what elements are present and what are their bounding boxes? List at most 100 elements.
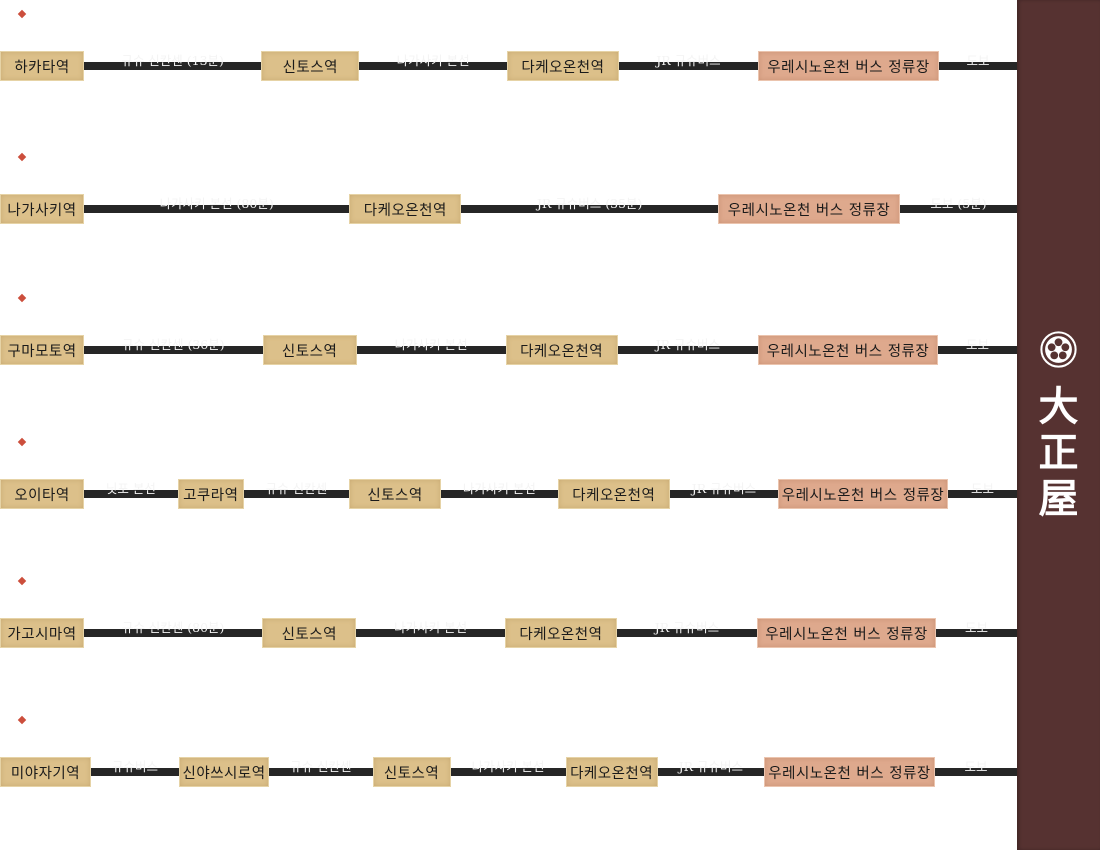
- segment: 나가사키 본선: [356, 621, 505, 637]
- segment-label: 도보: [966, 53, 990, 68]
- segment-label: 규슈 신칸센 (80분): [121, 620, 225, 635]
- segment: JR 규슈버스: [657, 760, 765, 776]
- segment-label: 규슈버스: [112, 759, 159, 774]
- segment-label: 나가사키 본선 (80분): [159, 196, 274, 211]
- route-line: 가고시마역 규슈 신칸센 (80분) 신토스역 나가사키 본선 다케오온천역 J…: [0, 618, 1018, 648]
- segment-label: 도보: [964, 759, 988, 774]
- segment-label: JR 규슈버스: [678, 759, 743, 774]
- route-line: 구마모토역 규슈 신칸센 (36분) 신토스역 나가사키 본선 다케오온천역 J…: [0, 335, 1017, 365]
- segment: 규슈 신칸센: [243, 482, 350, 498]
- route-line: 오이타역 닛포 본선 고쿠라역 규슈 신칸센 신토스역 나가사키 본선 다케오온…: [0, 479, 1017, 509]
- segment: 나가사키 본선: [356, 338, 506, 354]
- brand-char: 正: [1038, 429, 1079, 476]
- station-destination: 우레시노온천 버스 정류장: [777, 479, 948, 509]
- segment-walk: 도보: [935, 760, 1018, 776]
- route-line: 나가사키역 나가사키 본선 (80분) 다케오온천역 JR 규슈버스 (35분)…: [0, 194, 1018, 224]
- route-marker-diamond: [17, 715, 27, 725]
- brand-char: 大: [1038, 383, 1079, 430]
- segment: JR 규슈버스: [618, 54, 759, 70]
- segment-label: 나가사키 본선: [471, 759, 545, 774]
- segment-label: 나가사키 본선: [394, 337, 468, 352]
- station: 다케오온천역: [505, 335, 618, 365]
- station: 신토스역: [261, 51, 360, 81]
- segment-label: 도보: [965, 337, 989, 352]
- segment-label: 규슈 신칸센: [290, 759, 352, 774]
- segment-label: JR 규슈버스: [691, 481, 757, 496]
- segment-walk: 도보: [939, 54, 1018, 70]
- segment: 규슈 신칸센 (80분): [84, 621, 263, 637]
- station: 신토스역: [372, 757, 451, 787]
- segment-label: JR 규슈버스: [655, 337, 720, 352]
- brand-sidebar: 大 正 屋: [1017, 0, 1100, 850]
- segment: JR 규슈버스: [669, 482, 778, 498]
- station: 신토스역: [262, 335, 357, 365]
- segment: 나가사키 본선: [359, 54, 507, 70]
- station: 다케오온천역: [565, 757, 658, 787]
- route-line: 미야자기역 규슈버스 신야쓰시로역 규슈 신칸센 신토스역 나가사키 본선 다케…: [0, 757, 1018, 787]
- station-origin: 나가사키역: [0, 194, 84, 224]
- route-marker-diamond: [17, 9, 27, 19]
- segment-walk: 도보: [947, 482, 1017, 498]
- station: 다케오온천역: [349, 194, 462, 224]
- segment-label: 도보: [965, 620, 989, 635]
- route-marker-diamond: [17, 152, 27, 162]
- segment-label: JR 규슈버스 (35분): [536, 196, 643, 211]
- station: 신야쓰시로역: [179, 757, 270, 787]
- route-hakata: 하카타역 규슈 신칸센 (13분) 신토스역 나가사키 본선 다케오온천역 JR…: [0, 0, 1018, 100]
- segment: 규슈 신칸센: [269, 760, 373, 776]
- segment-label: 규슈 신칸센 (36분): [122, 337, 225, 352]
- brand-char: 屋: [1038, 475, 1079, 522]
- station-origin: 오이타역: [0, 479, 84, 509]
- station: 다케오온천역: [557, 479, 670, 509]
- segment-walk: 도보 (5분): [900, 197, 1018, 213]
- route-kagoshima: 가고시마역 규슈 신칸센 (80분) 신토스역 나가사키 본선 다케오온천역 J…: [0, 567, 1018, 667]
- route-kumamoto: 구마모토역 규슈 신칸센 (36분) 신토스역 나가사키 본선 다케오온천역 J…: [0, 284, 1017, 384]
- segment-label: 도보 (5분): [930, 196, 987, 211]
- segment: JR 규슈버스: [617, 338, 758, 354]
- segment-label: 규슈 신칸센 (13분): [121, 53, 224, 68]
- segment: JR 규슈버스: [616, 621, 758, 637]
- station-origin: 가고시마역: [0, 618, 84, 648]
- brand-name: 大 正 屋: [1017, 384, 1100, 522]
- segment-walk: 도보: [938, 338, 1017, 354]
- segment-label: JR 규슈버스: [656, 53, 721, 68]
- segment-walk: 도보: [936, 621, 1018, 637]
- segment-label: 규슈 신칸센: [265, 481, 328, 496]
- station-destination: 우레시노온천 버스 정류장: [757, 618, 937, 648]
- segment: 나가사키 본선: [441, 482, 558, 498]
- segment: 닛포 본선: [84, 482, 178, 498]
- segment-label: 닛포 본선: [105, 481, 156, 496]
- route-line: 하카타역 규슈 신칸센 (13분) 신토스역 나가사키 본선 다케오온천역 JR…: [0, 51, 1018, 81]
- segment-label: JR 규슈버스: [654, 620, 720, 635]
- route-nagasaki: 나가사키역 나가사키 본선 (80분) 다케오온천역 JR 규슈버스 (35분)…: [0, 143, 1018, 243]
- route-marker-diamond: [17, 293, 27, 303]
- segment-label: 나가사키 본선: [396, 53, 470, 68]
- station: 고쿠라역: [177, 479, 244, 509]
- access-routes: 하카타역 규슈 신칸센 (13분) 신토스역 나가사키 본선 다케오온천역 JR…: [0, 0, 1018, 806]
- segment: 규슈 신칸센 (13분): [84, 54, 262, 70]
- segment: 나가사키 본선: [450, 760, 566, 776]
- segment: 규슈 신칸센 (36분): [84, 338, 263, 354]
- segment-label: 나가사키 본선: [394, 620, 468, 635]
- station: 신토스역: [262, 618, 357, 648]
- segment: 나가사키 본선 (80분): [84, 197, 350, 213]
- station-destination: 우레시노온천 버스 정류장: [764, 757, 936, 787]
- route-oita: 오이타역 닛포 본선 고쿠라역 규슈 신칸센 신토스역 나가사키 본선 다케오온…: [0, 428, 1017, 528]
- station: 다케오온천역: [504, 618, 617, 648]
- station: 다케오온천역: [506, 51, 619, 81]
- station-destination: 우레시노온천 버스 정류장: [718, 194, 901, 224]
- segment: 규슈버스: [91, 760, 180, 776]
- route-marker-diamond: [17, 437, 27, 447]
- station-destination: 우레시노온천 버스 정류장: [758, 335, 938, 365]
- route-miyazaki: 미야자기역 규슈버스 신야쓰시로역 규슈 신칸센 신토스역 나가사키 본선 다케…: [0, 706, 1018, 806]
- station-origin: 구마모토역: [0, 335, 84, 365]
- route-marker-diamond: [17, 576, 27, 586]
- segment: JR 규슈버스 (35분): [461, 197, 719, 213]
- station-origin: 미야자기역: [0, 757, 91, 787]
- segment-label: 도보: [970, 481, 994, 496]
- station-origin: 하카타역: [0, 51, 84, 81]
- station-destination: 우레시노온천 버스 정류장: [758, 51, 940, 81]
- segment-label: 나가사키 본선: [462, 481, 536, 496]
- flower-crest-icon: [1040, 331, 1077, 368]
- station: 신토스역: [349, 479, 442, 509]
